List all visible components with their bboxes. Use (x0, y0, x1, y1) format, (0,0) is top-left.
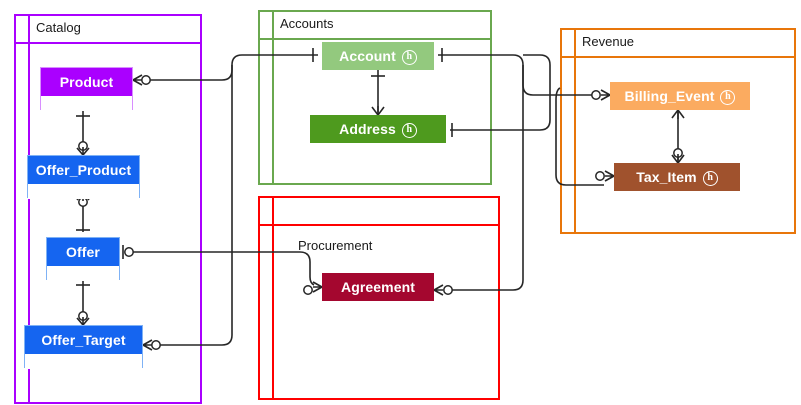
entity-attribute-area (41, 96, 132, 111)
subject-area-title: Procurement (298, 238, 373, 253)
history-marker-icon: h (720, 89, 736, 105)
subject-area-titlebar (258, 38, 492, 40)
subject-area-gutter (574, 28, 576, 234)
subject-area-titlebar (258, 224, 500, 226)
entity-header: Offer_Target (25, 326, 142, 354)
subject-area-titlebar (14, 42, 202, 44)
subject-area-gutter (272, 196, 274, 400)
entity-header: Tax_Item h (614, 163, 740, 191)
entity-header: Address h (310, 115, 446, 143)
entity-tax_item[interactable]: Tax_Item h (614, 163, 740, 191)
entity-name: Offer (66, 244, 100, 260)
history-marker-icon: h (401, 49, 417, 65)
subject-area-revenue[interactable]: Revenue (560, 28, 796, 234)
entity-offer[interactable]: Offer (46, 237, 120, 281)
subject-area-gutter (272, 10, 274, 185)
entity-attribute-area (25, 354, 142, 369)
entity-header: Account h (322, 42, 434, 70)
entity-offer_target[interactable]: Offer_Target (24, 325, 143, 369)
history-marker-icon: h (401, 122, 417, 138)
entity-header: Agreement (322, 273, 434, 301)
entity-name: Product (59, 74, 114, 90)
subject-area-border (258, 196, 500, 400)
entity-header: Offer (47, 238, 119, 266)
subject-area-title: Revenue (582, 34, 635, 49)
subject-area-title: Catalog (36, 20, 81, 35)
subject-area-gutter (28, 14, 30, 404)
entity-agreement[interactable]: Agreement (322, 273, 434, 301)
entity-name: Agreement (340, 279, 416, 295)
subject-area-border (560, 28, 796, 234)
entity-offer_product[interactable]: Offer_Product (27, 155, 140, 199)
subject-area-procurement[interactable]: Procurement (258, 196, 500, 400)
entity-name: Offer_Target (41, 332, 126, 348)
entity-header: Offer_Product (28, 156, 139, 184)
entity-name: Billing_Event (624, 88, 715, 104)
subject-area-border (258, 10, 492, 185)
subject-area-accounts[interactable]: Accounts (258, 10, 492, 185)
entity-attribute-area (47, 266, 119, 281)
entity-name: Offer_Product (35, 162, 132, 178)
entity-name: Address (339, 121, 396, 137)
entity-account[interactable]: Account h (322, 42, 434, 70)
entity-header: Billing_Event h (610, 82, 750, 110)
entity-header: Product (41, 68, 132, 96)
entity-billing_event[interactable]: Billing_Event h (610, 82, 750, 110)
entity-attribute-area (28, 184, 139, 199)
entity-name: Account (339, 48, 396, 64)
subject-area-titlebar (560, 56, 796, 58)
history-marker-icon: h (702, 170, 718, 186)
entity-name: Tax_Item (636, 169, 697, 185)
entity-address[interactable]: Address h (310, 115, 446, 143)
entity-product[interactable]: Product (40, 67, 133, 111)
subject-area-title: Accounts (280, 16, 334, 31)
